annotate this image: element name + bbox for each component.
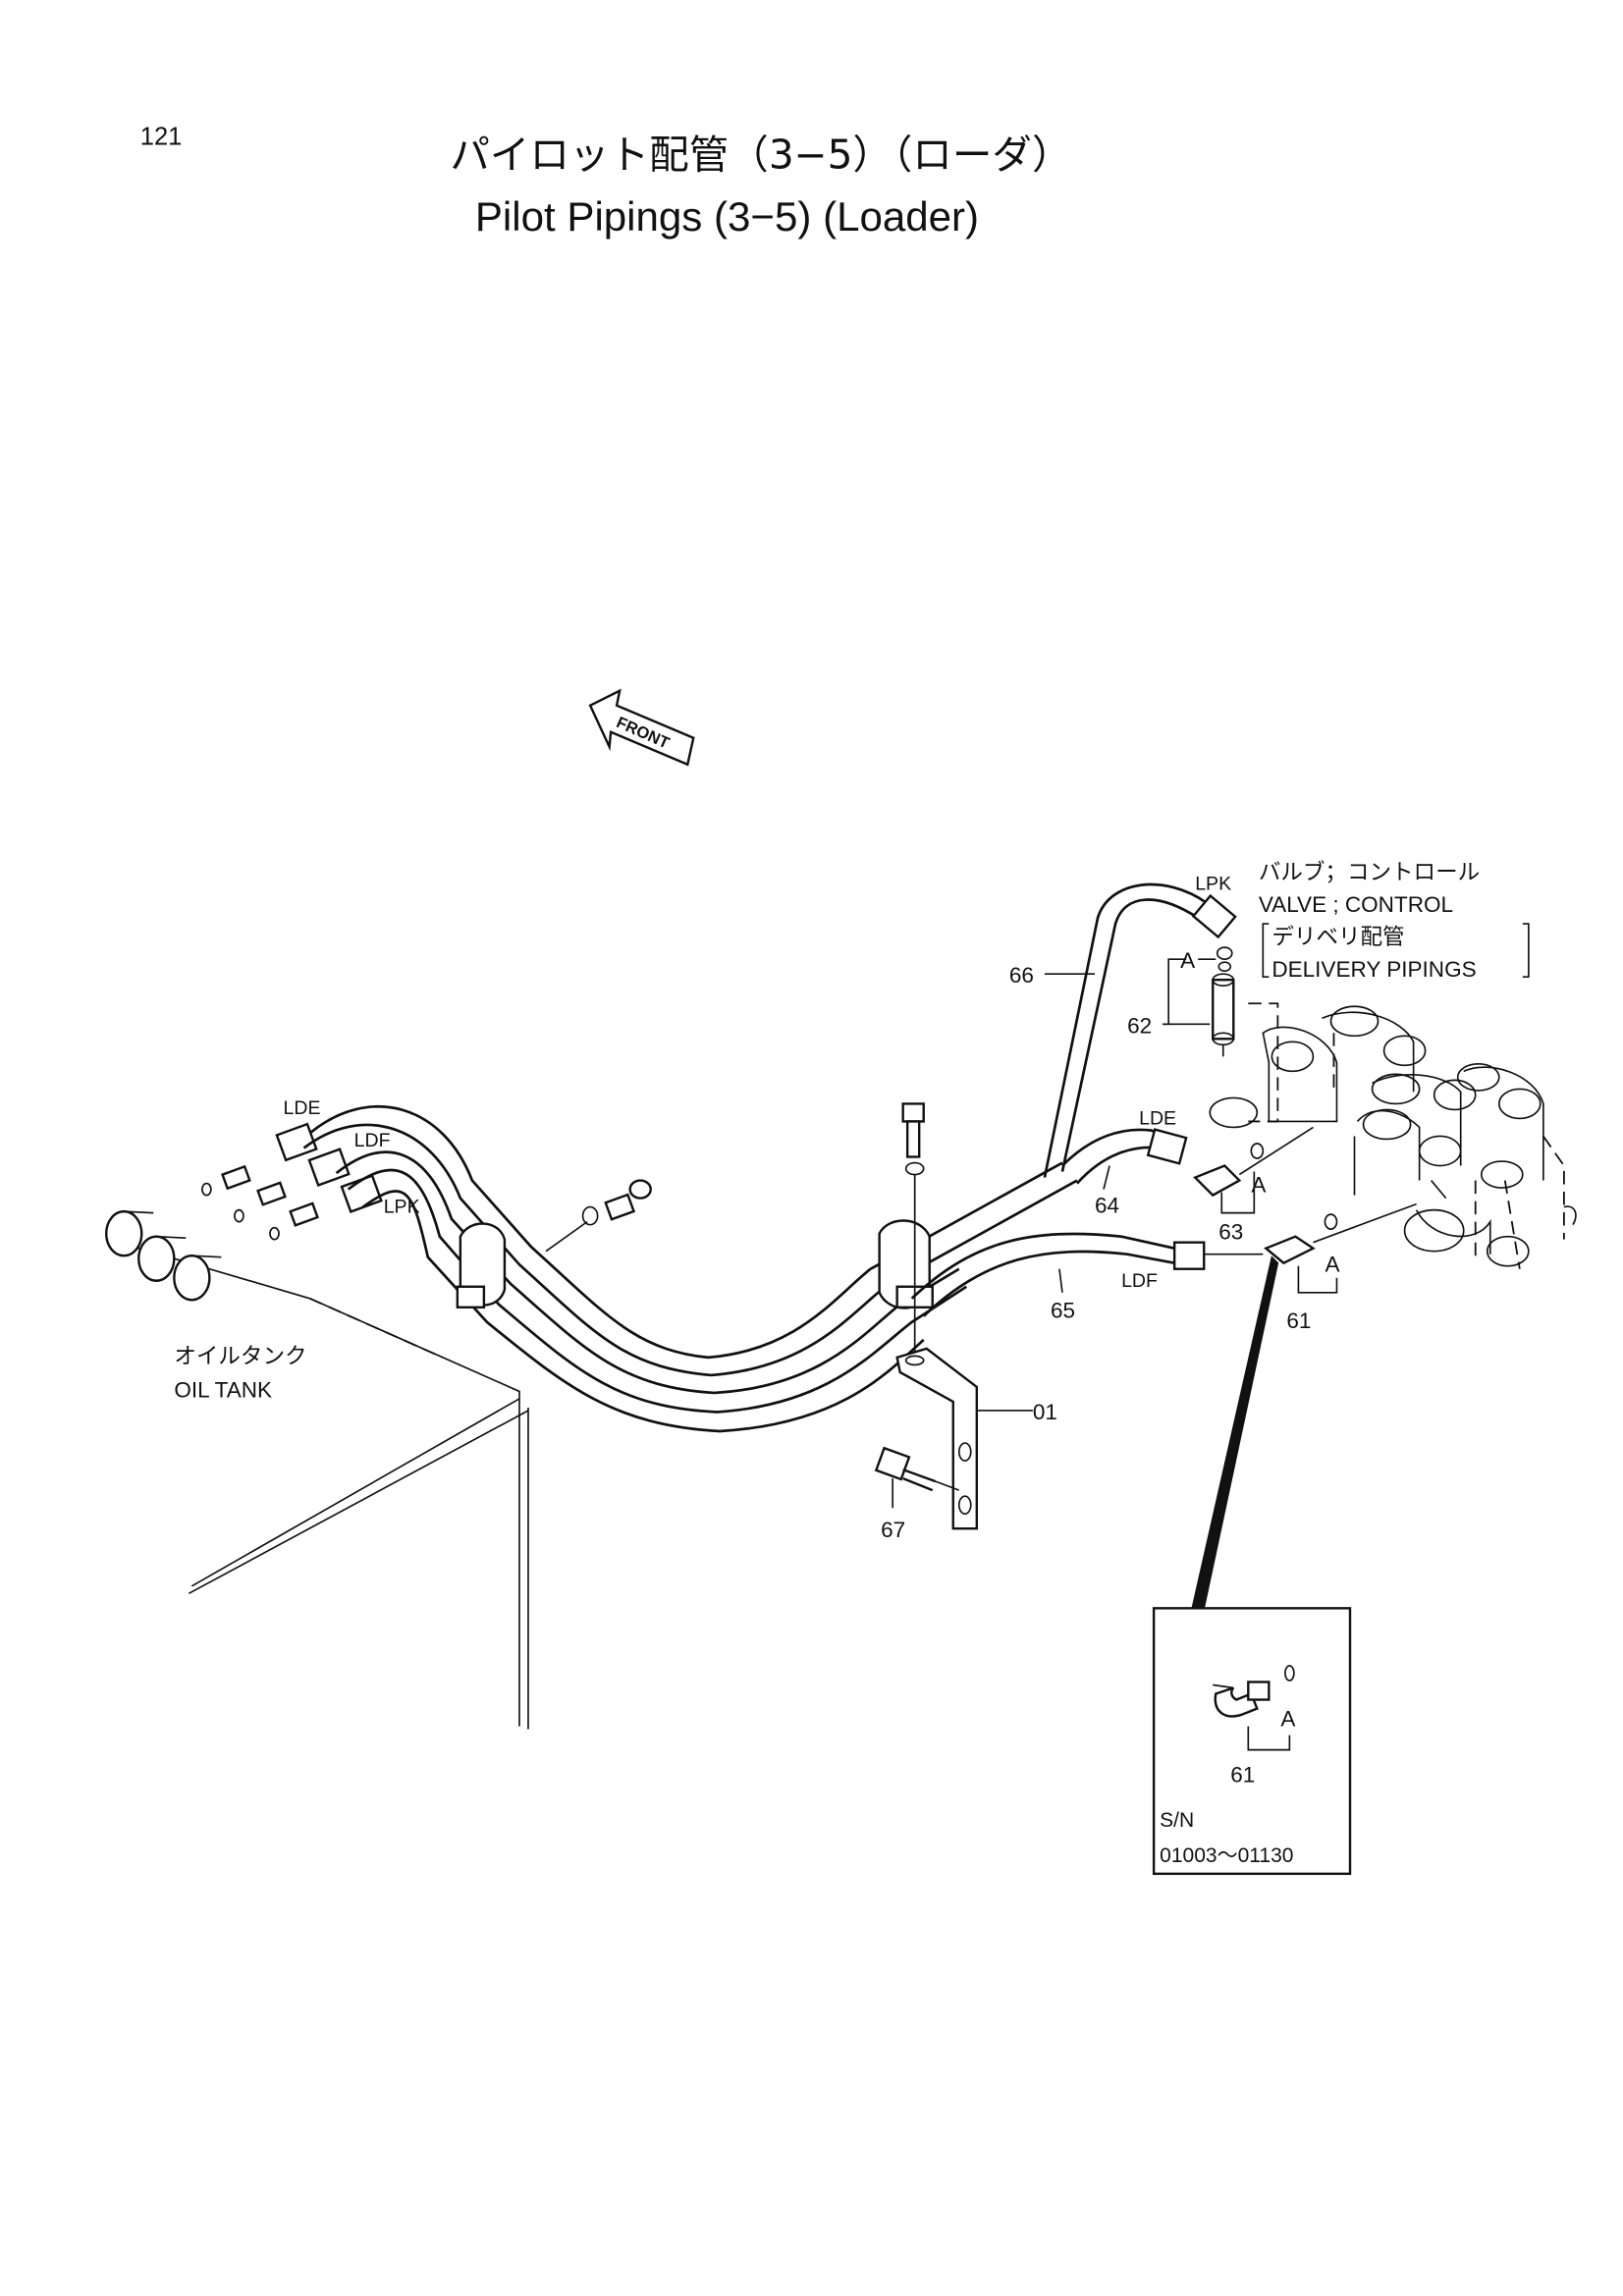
inset-serial-range: 01003～01130	[1160, 1844, 1293, 1867]
delivery-label-japanese: デリベリ配管	[1271, 925, 1404, 950]
inset-elbow-icon	[1213, 1681, 1271, 1718]
clamp-bolt-icon	[901, 1102, 925, 1358]
pilot-pipe-bundle	[302, 1104, 1078, 1433]
front-arrow-icon: FRONT	[588, 688, 695, 767]
callout-63: 63	[1218, 1220, 1243, 1245]
callout-64: 64	[1095, 1194, 1119, 1218]
callout-a-61: A	[1325, 1253, 1339, 1277]
oil-tank-outline	[108, 1238, 529, 1730]
inset-pointer-wedge	[1191, 1255, 1279, 1610]
inset-box	[1152, 1607, 1352, 1876]
callout-66: 66	[1009, 963, 1034, 988]
callout-a-62: A	[1180, 948, 1195, 973]
valve-label-japanese: バルブ；コントロール	[1259, 860, 1480, 885]
callout-67: 67	[881, 1518, 905, 1542]
port-label-ldf-left: LDF	[354, 1130, 391, 1151]
port-label-lde-right: LDE	[1139, 1107, 1176, 1129]
elbow-fitting-63	[1193, 1126, 1314, 1198]
delivery-label-english: DELIVERY PIPINGS	[1271, 957, 1476, 982]
tank-port-caps	[104, 1209, 222, 1302]
callout-01: 01	[1033, 1400, 1057, 1424]
title-japanese: パイロット配管（3−5）（ローダ）	[450, 132, 1071, 179]
hose-66	[1043, 882, 1237, 1178]
control-valve-outline	[1209, 1002, 1577, 1269]
port-label-lpk-top: LPK	[1195, 874, 1231, 895]
elbow-fitting-61	[1264, 1202, 1417, 1265]
bracket-bolt-icon	[874, 1446, 960, 1492]
inset-serial-label: S/N	[1160, 1809, 1194, 1832]
title-english: Pilot Pipings (3−5) (Loader)	[475, 193, 979, 240]
pipe-clamp-right	[878, 1219, 934, 1309]
callout-62: 62	[1127, 1013, 1152, 1038]
inset-part-number: 61	[1230, 1763, 1255, 1788]
bracket-left-icon	[1262, 923, 1270, 979]
pipe-clamp-left	[456, 1222, 507, 1308]
hose-64	[1061, 1128, 1188, 1185]
callout-a-63: A	[1251, 1173, 1266, 1198]
callout-61: 61	[1286, 1308, 1311, 1333]
inset-a-label: A	[1280, 1707, 1295, 1732]
tank-label-english: OIL TANK	[174, 1377, 272, 1402]
mounting-bracket	[895, 1347, 979, 1530]
washer-bolt-icon	[545, 1179, 652, 1253]
port-label-lde-left: LDE	[284, 1097, 321, 1119]
callout-65: 65	[1051, 1298, 1075, 1322]
o-ring-icons	[1217, 961, 1338, 1230]
hose-65	[910, 1232, 1264, 1317]
inset-o-ring-icon	[1284, 1665, 1295, 1682]
hose-connectors-left	[275, 1122, 383, 1213]
tank-port-fittings	[201, 1164, 319, 1241]
valve-label-english: VALVE ; CONTROL	[1259, 892, 1453, 917]
page-number: 121	[140, 124, 183, 151]
tank-label-japanese: オイルタンク	[174, 1344, 306, 1369]
bracket-right-icon	[1522, 923, 1530, 979]
adapter-fitting-62	[1212, 973, 1235, 1057]
port-label-ldf-right: LDF	[1121, 1270, 1158, 1292]
